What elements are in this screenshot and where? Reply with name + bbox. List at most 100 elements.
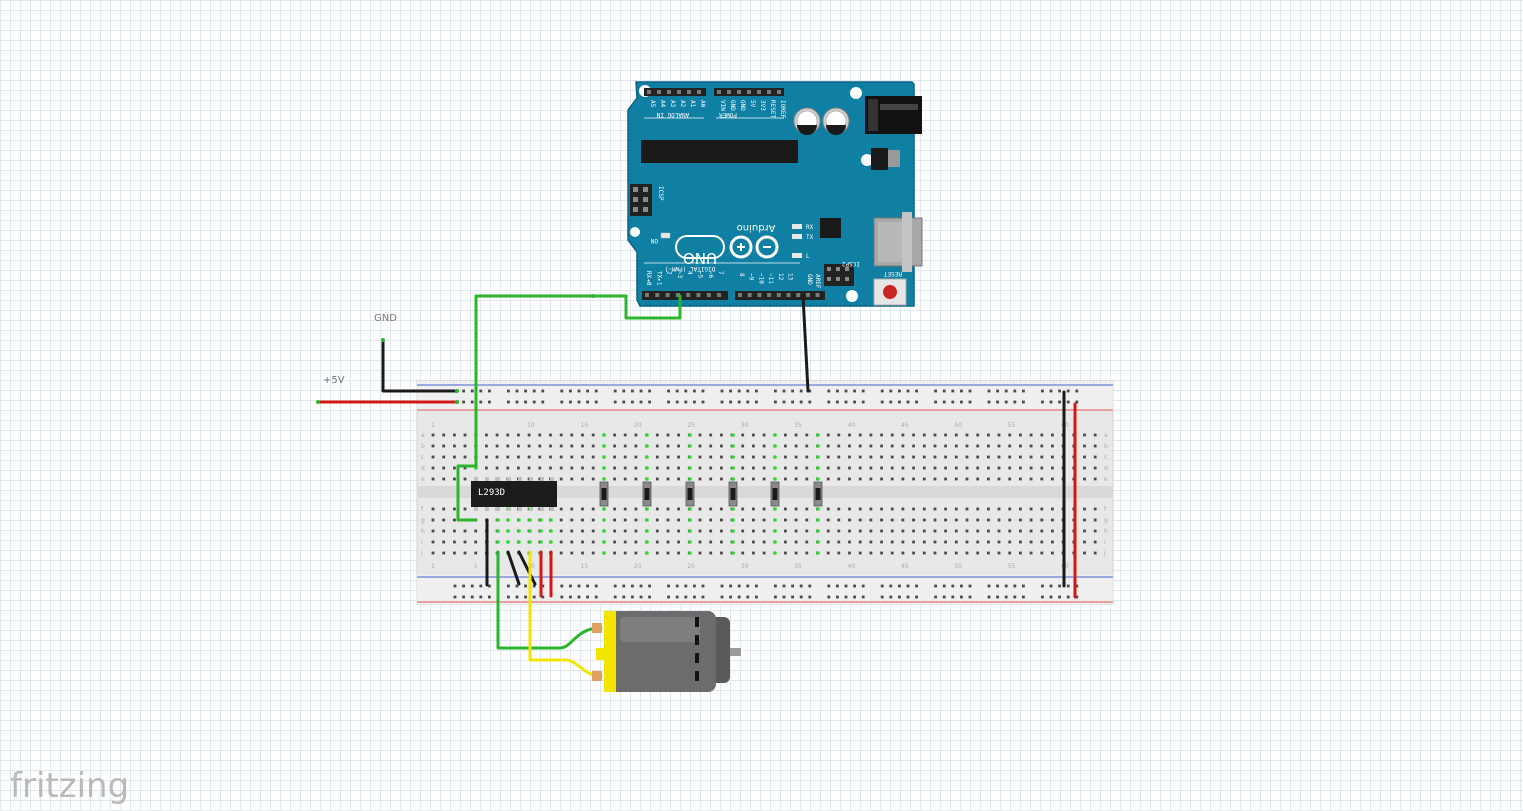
breadboard-hole[interactable]: [463, 433, 467, 437]
rail-hole[interactable]: [853, 389, 856, 393]
breadboard-hole[interactable]: [741, 507, 745, 511]
breadboard-hole[interactable]: [741, 455, 745, 459]
rail-hole[interactable]: [729, 400, 732, 404]
breadboard-hole[interactable]: [1093, 477, 1097, 481]
breadboard-hole[interactable]: [848, 455, 851, 459]
breadboard-hole[interactable]: [485, 455, 488, 459]
breadboard-hole[interactable]: [623, 529, 627, 533]
breadboard-hole[interactable]: [784, 540, 787, 544]
header-pin[interactable]: [665, 293, 670, 297]
rail-hole[interactable]: [791, 389, 794, 393]
rail-hole[interactable]: [667, 400, 670, 404]
rail-hole[interactable]: [898, 584, 901, 588]
breadboard-hole[interactable]: [965, 455, 969, 459]
rail-hole[interactable]: [701, 389, 705, 393]
breadboard-hole[interactable]: [987, 518, 990, 522]
breadboard-hole[interactable]: [848, 529, 851, 533]
breadboard-hole[interactable]: [655, 540, 659, 544]
breadboard-hole[interactable]: [901, 551, 905, 555]
breadboard-hole[interactable]: [442, 507, 446, 511]
breadboard-hole[interactable]: [506, 444, 510, 448]
rail-hole[interactable]: [934, 389, 937, 393]
rail-hole[interactable]: [774, 595, 777, 599]
breadboard-hole[interactable]: [655, 551, 659, 555]
breadboard-hole[interactable]: [880, 507, 883, 511]
breadboard-hole[interactable]: [463, 507, 467, 511]
breadboard-hole[interactable]: [623, 444, 627, 448]
rail-hole[interactable]: [507, 584, 510, 588]
rail-hole[interactable]: [479, 595, 483, 599]
breadboard-hole[interactable]: [826, 529, 830, 533]
breadboard-hole[interactable]: [826, 433, 830, 437]
rail-hole[interactable]: [693, 595, 696, 599]
breadboard-hole[interactable]: [527, 444, 531, 448]
breadboard-hole[interactable]: [559, 433, 563, 437]
rail-hole[interactable]: [684, 584, 688, 588]
breadboard-hole[interactable]: [997, 477, 1001, 481]
breadboard-hole[interactable]: [858, 518, 862, 522]
breadboard-hole[interactable]: [741, 466, 745, 470]
rail-hole[interactable]: [889, 400, 893, 404]
rail-hole[interactable]: [532, 389, 536, 393]
breadboard-hole[interactable]: [933, 466, 937, 470]
rail-hole[interactable]: [1041, 400, 1044, 404]
rail-hole[interactable]: [560, 389, 564, 393]
rail-hole[interactable]: [996, 400, 999, 404]
breadboard-hole[interactable]: [549, 433, 552, 437]
rail-hole[interactable]: [746, 400, 750, 404]
rail-hole[interactable]: [684, 400, 688, 404]
breadboard-hole[interactable]: [965, 540, 969, 544]
breadboard-hole[interactable]: [1008, 433, 1012, 437]
breadboard-hole[interactable]: [698, 477, 702, 481]
breadboard-hole[interactable]: [837, 551, 841, 555]
breadboard-hole[interactable]: [976, 466, 980, 470]
breadboard-hole[interactable]: [698, 466, 702, 470]
breadboard-hole[interactable]: [1051, 529, 1054, 533]
breadboard-hole[interactable]: [784, 455, 787, 459]
breadboard-hole[interactable]: [570, 455, 574, 459]
breadboard-hole[interactable]: [858, 551, 862, 555]
breadboard-hole[interactable]: [677, 444, 680, 448]
breadboard-hole[interactable]: [869, 455, 873, 459]
rail-hole[interactable]: [906, 584, 910, 588]
breadboard-hole[interactable]: [666, 540, 670, 544]
rail-hole[interactable]: [1022, 584, 1025, 588]
rail-hole[interactable]: [942, 584, 946, 588]
rail-hole[interactable]: [906, 389, 910, 393]
breadboard-hole[interactable]: [1008, 551, 1012, 555]
rail-hole[interactable]: [808, 389, 812, 393]
breadboard-hole[interactable]: [581, 477, 584, 481]
rail-hole[interactable]: [755, 389, 758, 393]
breadboard-hole[interactable]: [431, 518, 435, 522]
tactile-switch[interactable]: [685, 481, 695, 507]
breadboard-hole[interactable]: [655, 477, 659, 481]
breadboard-hole[interactable]: [933, 540, 937, 544]
rail-hole[interactable]: [1058, 400, 1061, 404]
breadboard-hole[interactable]: [709, 507, 713, 511]
breadboard-hole[interactable]: [591, 529, 595, 533]
breadboard-hole[interactable]: [463, 444, 467, 448]
breadboard-hole[interactable]: [709, 433, 713, 437]
breadboard-hole[interactable]: [698, 540, 702, 544]
breadboard-hole[interactable]: [912, 518, 915, 522]
breadboard-hole[interactable]: [474, 540, 478, 544]
breadboard-hole[interactable]: [698, 444, 702, 448]
tactile-switch[interactable]: [770, 481, 780, 507]
rail-hole[interactable]: [808, 584, 812, 588]
breadboard-hole[interactable]: [474, 551, 478, 555]
breadboard-hole[interactable]: [720, 477, 723, 481]
rail-hole[interactable]: [889, 595, 893, 599]
breadboard-hole[interactable]: [1019, 518, 1022, 522]
breadboard-hole[interactable]: [976, 540, 980, 544]
rail-hole[interactable]: [791, 584, 794, 588]
rail-hole[interactable]: [827, 389, 831, 393]
breadboard-hole[interactable]: [655, 518, 659, 522]
rail-hole[interactable]: [1004, 584, 1008, 588]
breadboard-hole[interactable]: [987, 529, 990, 533]
breadboard-hole[interactable]: [805, 540, 809, 544]
breadboard-hole[interactable]: [613, 540, 616, 544]
breadboard-hole[interactable]: [431, 540, 435, 544]
rail-hole[interactable]: [836, 389, 839, 393]
header-pin[interactable]: [815, 293, 820, 297]
breadboard-hole[interactable]: [805, 529, 809, 533]
